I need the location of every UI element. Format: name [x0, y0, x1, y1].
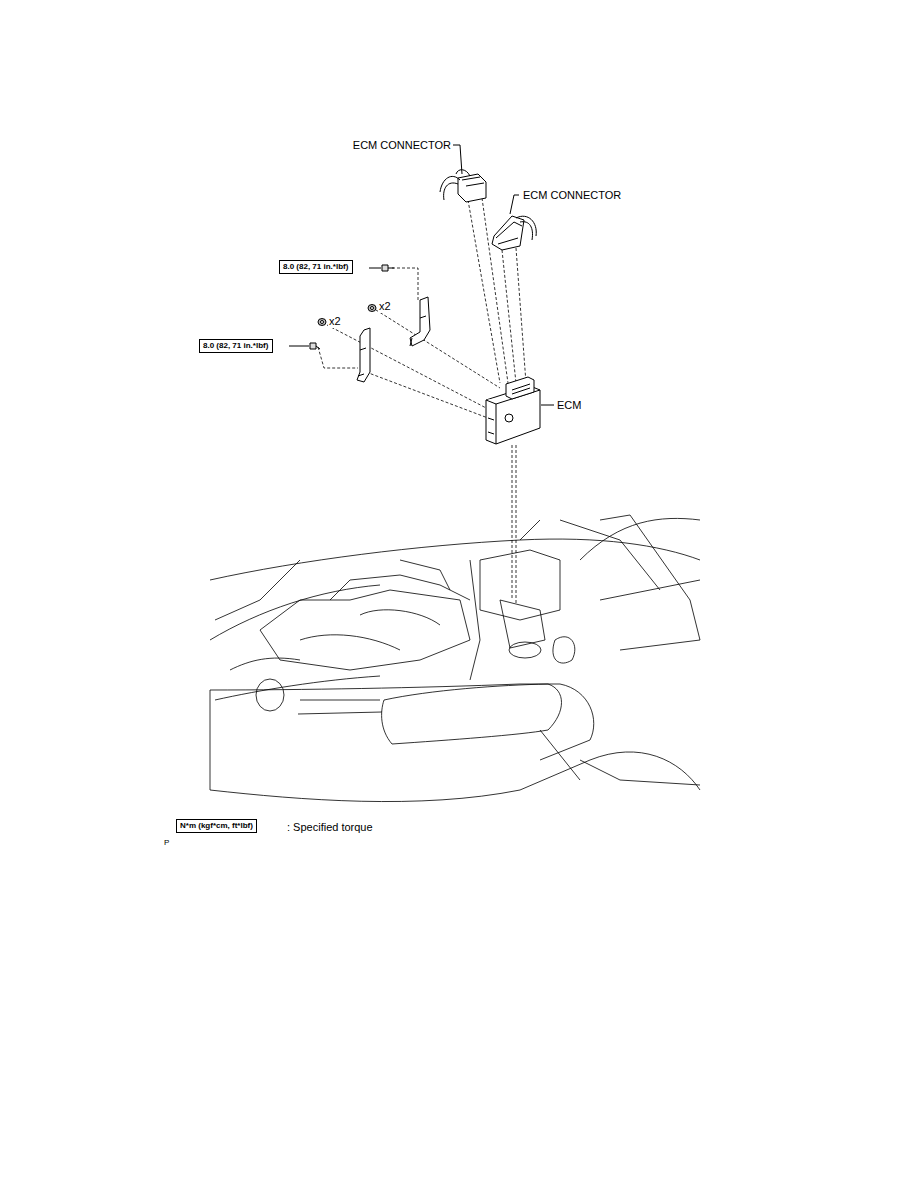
torque-value: 8.0 (82, 71 in.*lbf) — [203, 341, 269, 351]
part-name: ECM — [556, 399, 582, 412]
legend-text: : Specified torque — [286, 821, 374, 834]
torque-box: 8.0 (82, 71 in.*lbf) — [279, 260, 353, 274]
torque-box: 8.0 (82, 71 in.*lbf) — [199, 339, 273, 353]
torque-value: 8.0 (82, 71 in.*lbf) — [283, 262, 349, 272]
leader-lines — [289, 145, 554, 405]
quantity-label: x2 — [328, 315, 342, 328]
part-name: ECM CONNECTOR — [352, 139, 452, 152]
ecm-connector-upper — [440, 170, 486, 202]
torque-value: N*m (kgf*cm, ft*lbf) — [180, 821, 253, 831]
part-name: ECM CONNECTOR — [522, 189, 622, 202]
fasteners — [310, 265, 394, 349]
torque-box: N*m (kgf*cm, ft*lbf) — [176, 819, 257, 833]
ecm-unit — [486, 377, 540, 444]
brackets — [357, 297, 430, 382]
engine-bay — [210, 515, 700, 802]
ecm-connector-lower — [492, 216, 536, 250]
page-mark: P — [163, 836, 170, 849]
quantity-label: x2 — [378, 300, 392, 313]
